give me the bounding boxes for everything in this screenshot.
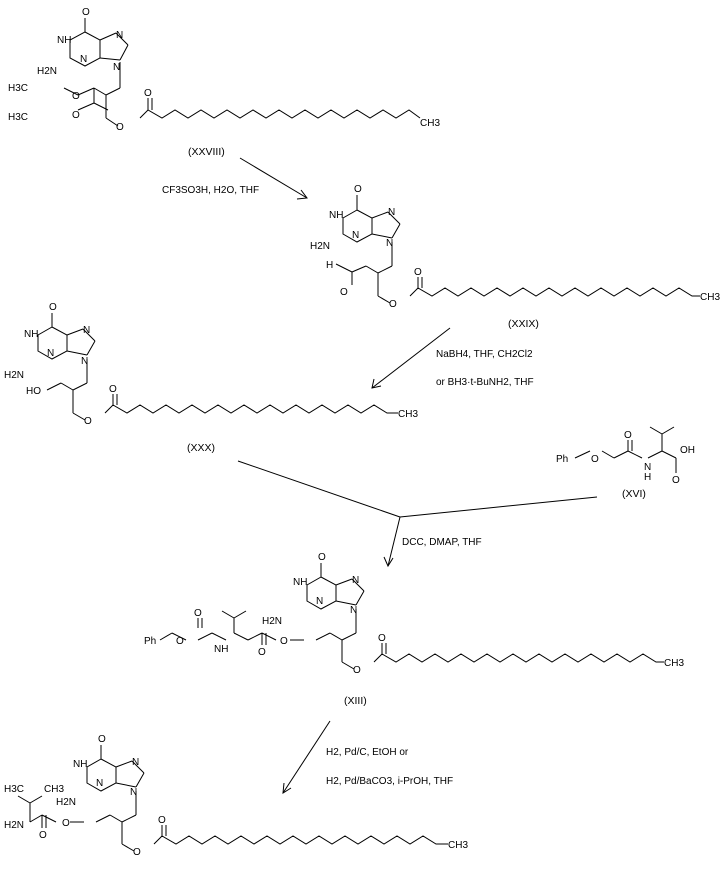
oxo-atom: O <box>318 552 326 563</box>
nh-atom: NH <box>24 329 38 340</box>
amino-atom: H2N <box>56 797 76 808</box>
n-atom: N <box>80 54 87 65</box>
reagents-step1: CF3SO3H, H2O, THF <box>162 185 259 196</box>
n-atom: N <box>352 575 359 586</box>
reagents-step4b: H2, Pd/BaCO3, i-PrOH, THF <box>326 776 453 787</box>
n-atom: N <box>83 325 90 336</box>
compound-label: (XXVIII) <box>188 146 225 158</box>
carbonyl-oxygen: O <box>144 88 152 99</box>
n-atom: N <box>81 356 88 367</box>
n-atom: N <box>388 207 395 218</box>
ester-oxygen: O <box>389 299 397 310</box>
n-atom: N <box>316 596 323 607</box>
arrow-head <box>371 378 382 389</box>
reagents-step4a: H2, Pd/C, EtOH or <box>326 747 409 758</box>
hydroxyl-atom: OH <box>680 445 695 456</box>
hydroxyl-atom: HO <box>26 386 41 397</box>
compound-label: (XXIX) <box>508 318 539 330</box>
compound-xxix: O NH N N N H2N H O O O CH3 (XXIX) <box>310 184 720 330</box>
ether-oxygen: O <box>72 91 80 102</box>
reagents-step2a: NaBH4, THF, CH2Cl2 <box>436 349 533 360</box>
n-atom: N <box>130 787 137 798</box>
methyl-atom: H3C <box>8 83 28 94</box>
n-atom: N <box>132 757 139 768</box>
terminal-methyl: CH3 <box>700 292 720 303</box>
compound-final-product: O NH N N N H2N H3C CH3 H2N O O O O CH3 <box>4 734 468 858</box>
carbonyl-oxygen: O <box>258 647 266 658</box>
compound-xiii: O NH N N N H2N O O NH O O Ph O O CH3 (XI… <box>144 552 684 707</box>
terminal-methyl: CH3 <box>420 118 440 129</box>
carbonyl-oxygen: O <box>39 830 47 841</box>
ester-oxygen: O <box>62 818 70 829</box>
compound-xxviii: O NH N N N H2N H3C H3C O O O O CH3 (XXVI… <box>8 7 440 158</box>
reaction-arrow <box>371 327 451 389</box>
reaction-arrow <box>237 460 401 518</box>
phenyl-group: Ph <box>144 636 156 647</box>
reaction-arrow <box>239 157 308 199</box>
ester-oxygen: O <box>280 636 288 647</box>
compound-label: (XIII) <box>344 695 367 707</box>
compound-label: (XXX) <box>187 442 215 454</box>
reaction-arrow <box>399 496 598 518</box>
carbamate-oxygen: O <box>591 454 599 465</box>
terminal-methyl: CH3 <box>398 409 418 420</box>
arrow-head <box>282 782 292 794</box>
oxo-atom: O <box>98 734 106 745</box>
ester-oxygen: O <box>116 122 124 133</box>
n-atom: N <box>350 605 357 616</box>
ether-oxygen: O <box>72 110 80 121</box>
carbonyl-oxygen: O <box>194 608 202 619</box>
amino-atom: H2N <box>4 820 24 831</box>
terminal-methyl: CH3 <box>448 840 468 851</box>
amino-atom: H2N <box>4 370 24 381</box>
carbonyl-oxygen: O <box>624 430 632 441</box>
amino-atom: H2N <box>262 616 282 627</box>
compound-label: (XVI) <box>622 488 646 500</box>
n-atom: N <box>116 30 123 41</box>
carbonyl-oxygen: O <box>109 384 117 395</box>
amino-atom: H2N <box>37 66 57 77</box>
oxo-atom: O <box>82 7 90 18</box>
nh-hydrogen: H <box>644 472 651 483</box>
aldehyde-h: H <box>326 260 333 271</box>
n-atom: N <box>352 230 359 241</box>
n-atom: N <box>96 778 103 789</box>
carbonyl-oxygen: O <box>158 815 166 826</box>
reaction-arrow <box>282 720 331 794</box>
nh-atom: NH <box>329 210 343 221</box>
nh-atom: NH <box>73 759 87 770</box>
arrow-head <box>383 556 394 568</box>
carbonyl-oxygen: O <box>414 267 422 278</box>
n-atom: N <box>113 62 120 73</box>
arrow-head <box>296 189 308 200</box>
phenyl-group: Ph <box>556 454 568 465</box>
methyl-atom: CH3 <box>44 784 64 795</box>
reagents-step2b: or BH3·t-BuNH2, THF <box>436 377 534 388</box>
carbamate-oxygen: O <box>176 636 184 647</box>
ester-oxygen: O <box>84 416 92 427</box>
ester-oxygen: O <box>353 665 361 676</box>
amino-atom: H2N <box>310 241 330 252</box>
aldehyde-oxygen: O <box>340 287 348 298</box>
compound-xxx: O NH N N N H2N HO O O CH3 (XXX) <box>4 302 418 454</box>
methyl-atom: H3C <box>8 112 28 123</box>
methyl-atom: H3C <box>4 784 24 795</box>
n-atom: N <box>386 238 393 249</box>
carbonyl-oxygen: O <box>672 475 680 486</box>
reagents-step3: DCC, DMAP, THF <box>402 537 482 548</box>
reaction-arrow <box>387 516 401 567</box>
nh-atom: N <box>644 462 651 473</box>
n-atom: N <box>47 348 54 359</box>
oxo-atom: O <box>354 184 362 195</box>
carbonyl-oxygen: O <box>378 633 386 644</box>
oxo-atom: O <box>49 302 57 313</box>
nh-atom: NH <box>57 35 71 46</box>
nh-atom: NH <box>293 577 307 588</box>
terminal-methyl: CH3 <box>664 658 684 669</box>
nh-atom: NH <box>214 644 228 655</box>
ester-oxygen: O <box>133 847 141 858</box>
compound-xvi: Ph O O N H OH O (XVI) <box>556 426 695 500</box>
